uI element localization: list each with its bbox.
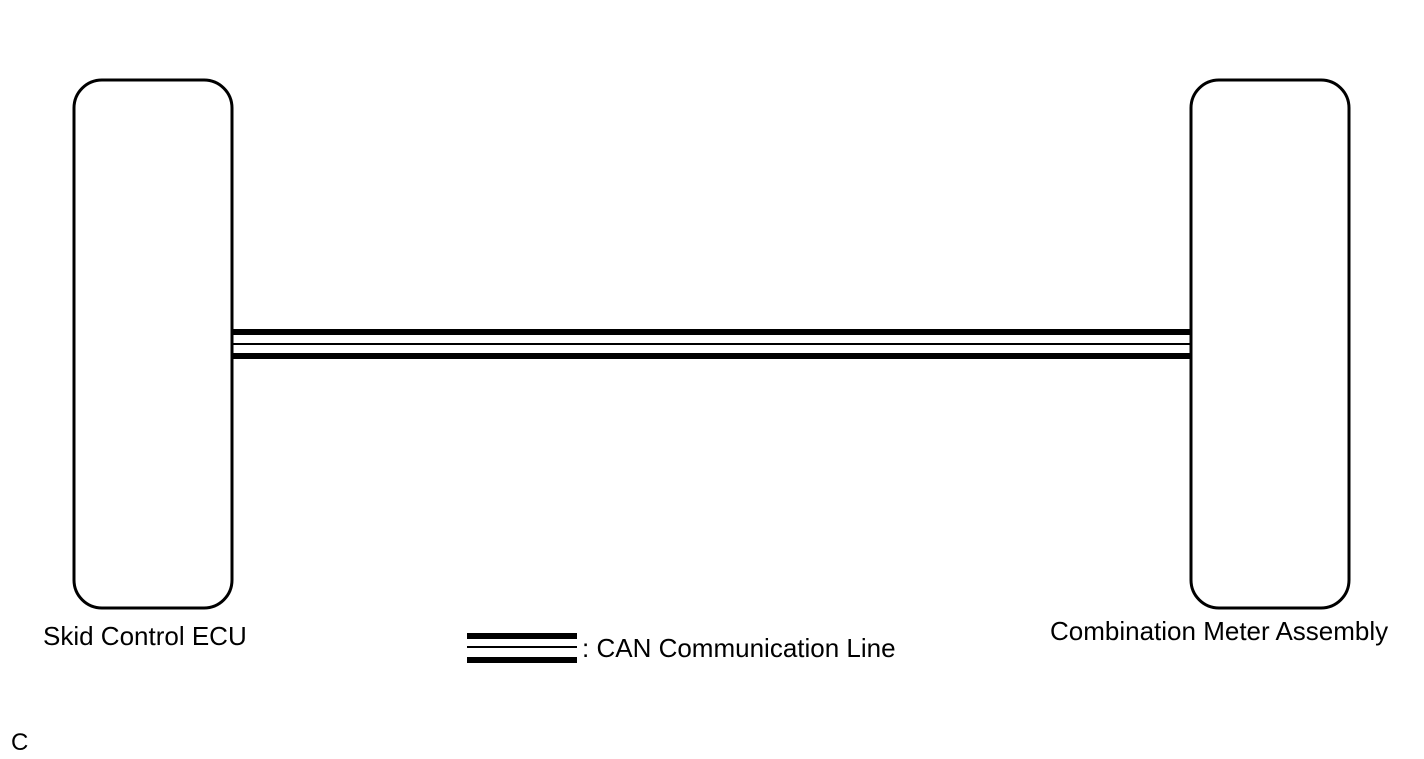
can-line-bottom-edge [233,353,1190,359]
combination-meter-assembly-label: Combination Meter Assembly [1050,616,1389,646]
legend-symbol-top-edge [467,633,577,639]
can-line-center-wire [233,343,1190,345]
can-communication-line [233,329,1190,359]
legend-can-line-symbol [467,633,577,663]
skid-control-ecu-label: Skid Control ECU [43,621,247,651]
legend-symbol-bottom-edge [467,657,577,663]
skid-control-ecu-box [72,78,234,610]
can-line-top-edge [233,329,1190,335]
legend-symbol-center-wire [467,646,577,648]
combination-meter-assembly-box [1189,78,1351,610]
corner-letter-label: C [11,729,29,756]
legend-label: : CAN Communication Line [582,633,896,663]
